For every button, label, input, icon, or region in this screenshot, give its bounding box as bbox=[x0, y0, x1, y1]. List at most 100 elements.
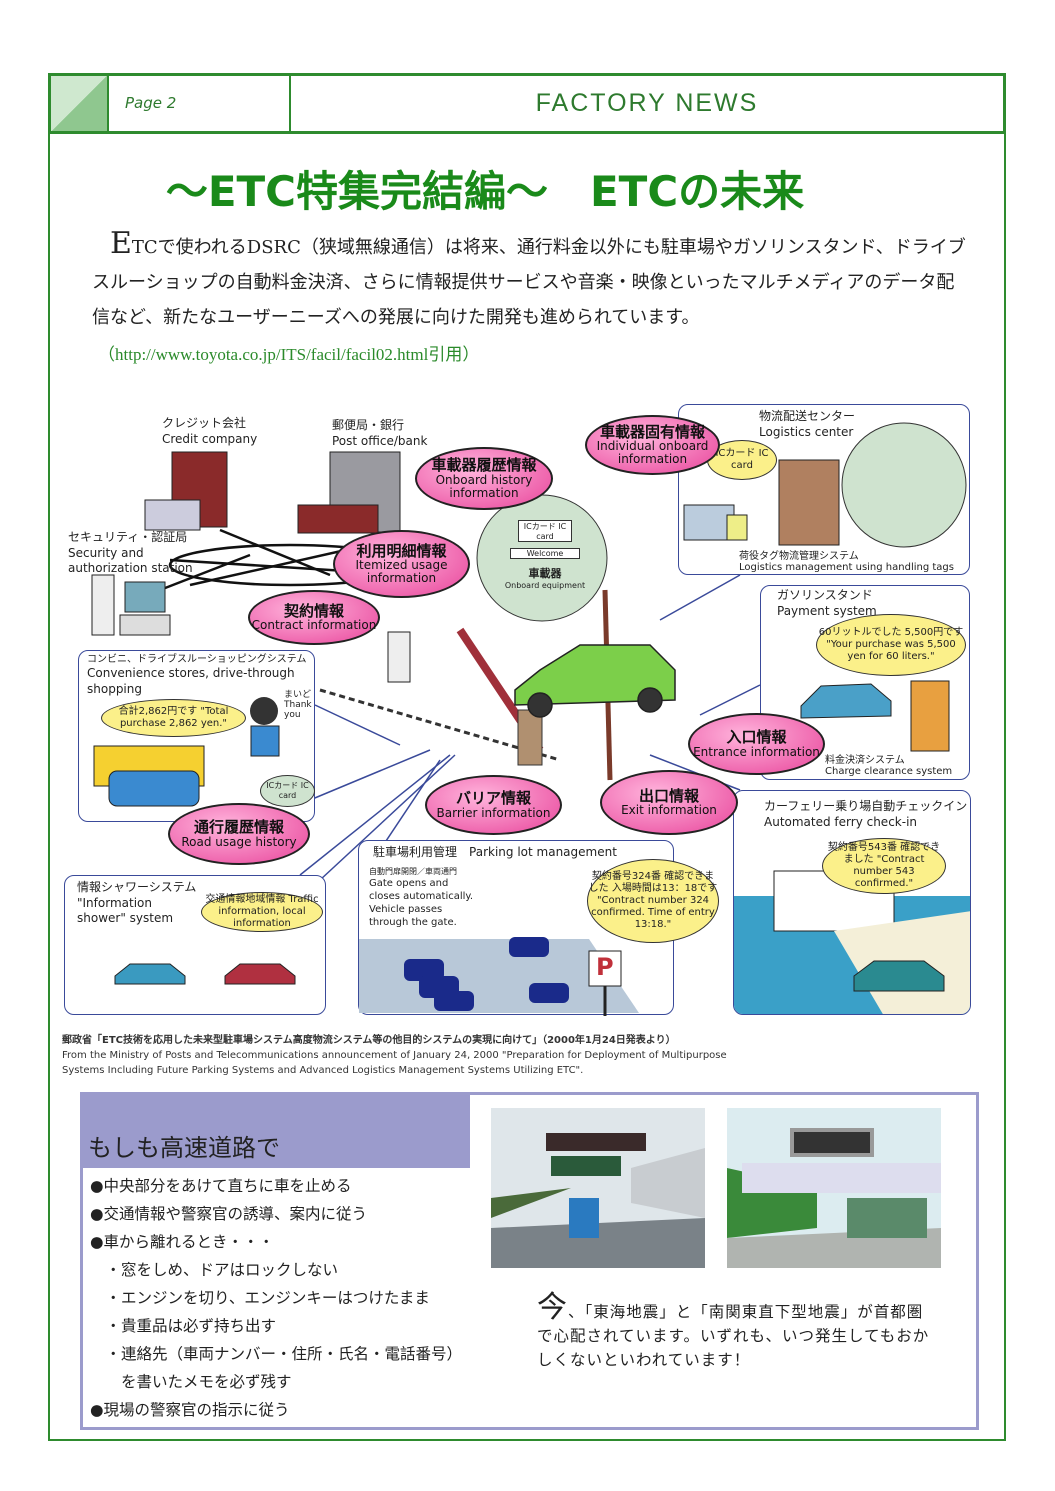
label-en: Road usage history bbox=[181, 834, 297, 849]
label-jp: コンビニ、ドライブスルーショッピングシステム bbox=[87, 654, 307, 665]
newsletter-name: FACTORY NEWS bbox=[535, 89, 759, 117]
center-car bbox=[514, 644, 676, 718]
label-jp: 利用明細情報 bbox=[356, 541, 447, 560]
label-jp: 駐車場利用管理 bbox=[373, 845, 458, 859]
label-jp: 契約情報 bbox=[283, 601, 344, 620]
label-en: Barrier information bbox=[436, 805, 551, 820]
label-en: Itemized usage information bbox=[355, 558, 448, 586]
header-bar: Page 2 FACTORY NEWS bbox=[48, 73, 1006, 134]
label-en: Payment system bbox=[777, 603, 877, 618]
shower-title: 情報シャワーシステム"Information shower" system bbox=[77, 880, 202, 927]
label-jp: 車載器 bbox=[528, 567, 562, 580]
shower-illustration bbox=[114, 963, 296, 985]
label-en: Onboard history information bbox=[435, 472, 533, 500]
list-item: ●車から離れるとき・・・ bbox=[90, 1233, 275, 1251]
parking-box: 駐車場利用管理 Parking lot management 自動門扉開閉／車両… bbox=[358, 840, 719, 1016]
label-en: Charge clearance system bbox=[825, 766, 953, 777]
intro-paragraph: ETCで使われるDSRC（狭域無線通信）は将来、通行料金以外にも駐車場やガソリン… bbox=[92, 226, 972, 335]
page-frame bbox=[48, 73, 1006, 1441]
info-shower-box: 情報シャワーシステム"Information shower" system 交通… bbox=[64, 875, 326, 1015]
convenience-illustration bbox=[93, 697, 280, 807]
label-en: Gate opens and closes automatically. Veh… bbox=[369, 878, 474, 929]
label-en: Logistics center bbox=[759, 424, 854, 439]
welcome-display: Welcome bbox=[510, 548, 580, 559]
label-jp: 荷役タグ物流管理システム bbox=[739, 551, 859, 562]
list-item: ・貴重品は必ず持ち出す bbox=[90, 1317, 277, 1335]
label-en: Convenience stores, drive-through shoppi… bbox=[87, 666, 295, 696]
list-item: ・エンジンを切り、エンジンキーはつけたまま bbox=[90, 1289, 430, 1307]
tollgate-photo bbox=[727, 1108, 941, 1268]
list-item: ●現場の警察官の指示に従う bbox=[90, 1401, 290, 1419]
highway-list: ●中央部分をあけて直ちに車を止める ●交通情報や警察官の誘導、案内に従う ●車か… bbox=[90, 1172, 462, 1424]
ferry-illustration bbox=[734, 870, 970, 1014]
label-en: Exit information bbox=[621, 803, 717, 818]
earthquake-notice: 今、「東海地震」と「南関東直下型地震」が首都圏で心配されています。いずれも、いつ… bbox=[537, 1293, 937, 1372]
security-computers bbox=[91, 574, 171, 636]
ferry-bubble: 契約番号543番 確認できました "Contract number 543 co… bbox=[822, 838, 946, 894]
list-item: ・窓をしめ、ドアはロックしない bbox=[90, 1261, 339, 1279]
list-item: ●交通情報や警察官の誘導、案内に従う bbox=[90, 1205, 368, 1223]
parking-title: 駐車場利用管理 Parking lot management bbox=[373, 845, 617, 861]
logistics-illustration bbox=[683, 422, 967, 548]
drop-cap: E bbox=[110, 226, 132, 261]
drop-cap: 今 bbox=[537, 1290, 568, 1325]
label-jp: 郵便局・銀行 bbox=[332, 418, 405, 432]
highway-photo bbox=[491, 1108, 705, 1268]
list-item: ・連絡先（車両ナンバー・住所・氏名・電話番号） bbox=[90, 1345, 463, 1363]
label-en: Contract information bbox=[251, 618, 377, 633]
label-en: Individual onboard information bbox=[596, 439, 709, 467]
gas-illustration bbox=[800, 680, 950, 752]
convenience-bubble: 合計2,862円です "Total purchase 2,862 yen." bbox=[101, 699, 246, 737]
label-jp: 車載器履歴情報 bbox=[431, 456, 537, 475]
source-jp: 郵政省「ETC技術を応用した未来型駐車場システム高度物流システム等の他目的システ… bbox=[62, 1035, 676, 1046]
parking-sign: P bbox=[596, 953, 614, 981]
label-jp: 車載器固有情報 bbox=[599, 422, 705, 441]
parking-bubble: 契約番号324番 確認できました 入場時間は13：18です "Contract … bbox=[587, 859, 719, 943]
label-en: Automated ferry check-in bbox=[764, 814, 918, 829]
label-jp: 自動門扉開閉／車両通門 bbox=[369, 867, 457, 876]
label-jp: カーフェリー乗り場自動チェックイン bbox=[764, 799, 968, 813]
highway-title: もしも高速道路で bbox=[88, 1134, 280, 1162]
label-jp: 通行履歴情報 bbox=[193, 818, 284, 837]
credit-building bbox=[144, 451, 228, 531]
label-jp: 入口情報 bbox=[726, 728, 787, 747]
label-en: Post office/bank bbox=[332, 433, 428, 448]
citation-link[interactable]: （http://www.toyota.co.jp/ITS/facil/facil… bbox=[98, 345, 480, 364]
post-building bbox=[297, 451, 401, 534]
page-number: Page 2 bbox=[109, 76, 291, 131]
label-jp: 物流配送センター bbox=[759, 409, 856, 423]
source-en-line1: From the Ministry of Posts and Telecommu… bbox=[62, 1050, 727, 1061]
label-jp: セキュリティ・認証局 bbox=[68, 530, 188, 544]
onboard-equipment: ICカード IC card Welcome 車載器 Onboard equipm… bbox=[500, 520, 590, 590]
article-title: ～ETC特集完結編～ ETCの未来 bbox=[165, 167, 805, 216]
parking-illustration bbox=[359, 937, 639, 1016]
label-en: Security and authorization station bbox=[68, 545, 193, 576]
highway-box bbox=[80, 1092, 979, 1430]
label-jp: ガソリンスタンド bbox=[777, 588, 873, 602]
gate-description: 自動門扉開閉／車両通門 Gate opens and closes automat… bbox=[369, 867, 479, 929]
list-item: ●中央部分をあけて直ちに車を止める bbox=[90, 1177, 352, 1195]
label-en: Credit company bbox=[162, 431, 258, 446]
thanks-text: まいど Thank you bbox=[284, 690, 312, 720]
gas-bubble: 60リットルでした 5,500円です "Your purchase was 5,… bbox=[816, 614, 966, 676]
ic-card-bubble: ICカード IC card bbox=[260, 775, 315, 807]
label-en: Onboard equipment bbox=[504, 581, 586, 590]
shower-bubble: 交通情報地域情報 Traffic information, local info… bbox=[201, 892, 323, 932]
